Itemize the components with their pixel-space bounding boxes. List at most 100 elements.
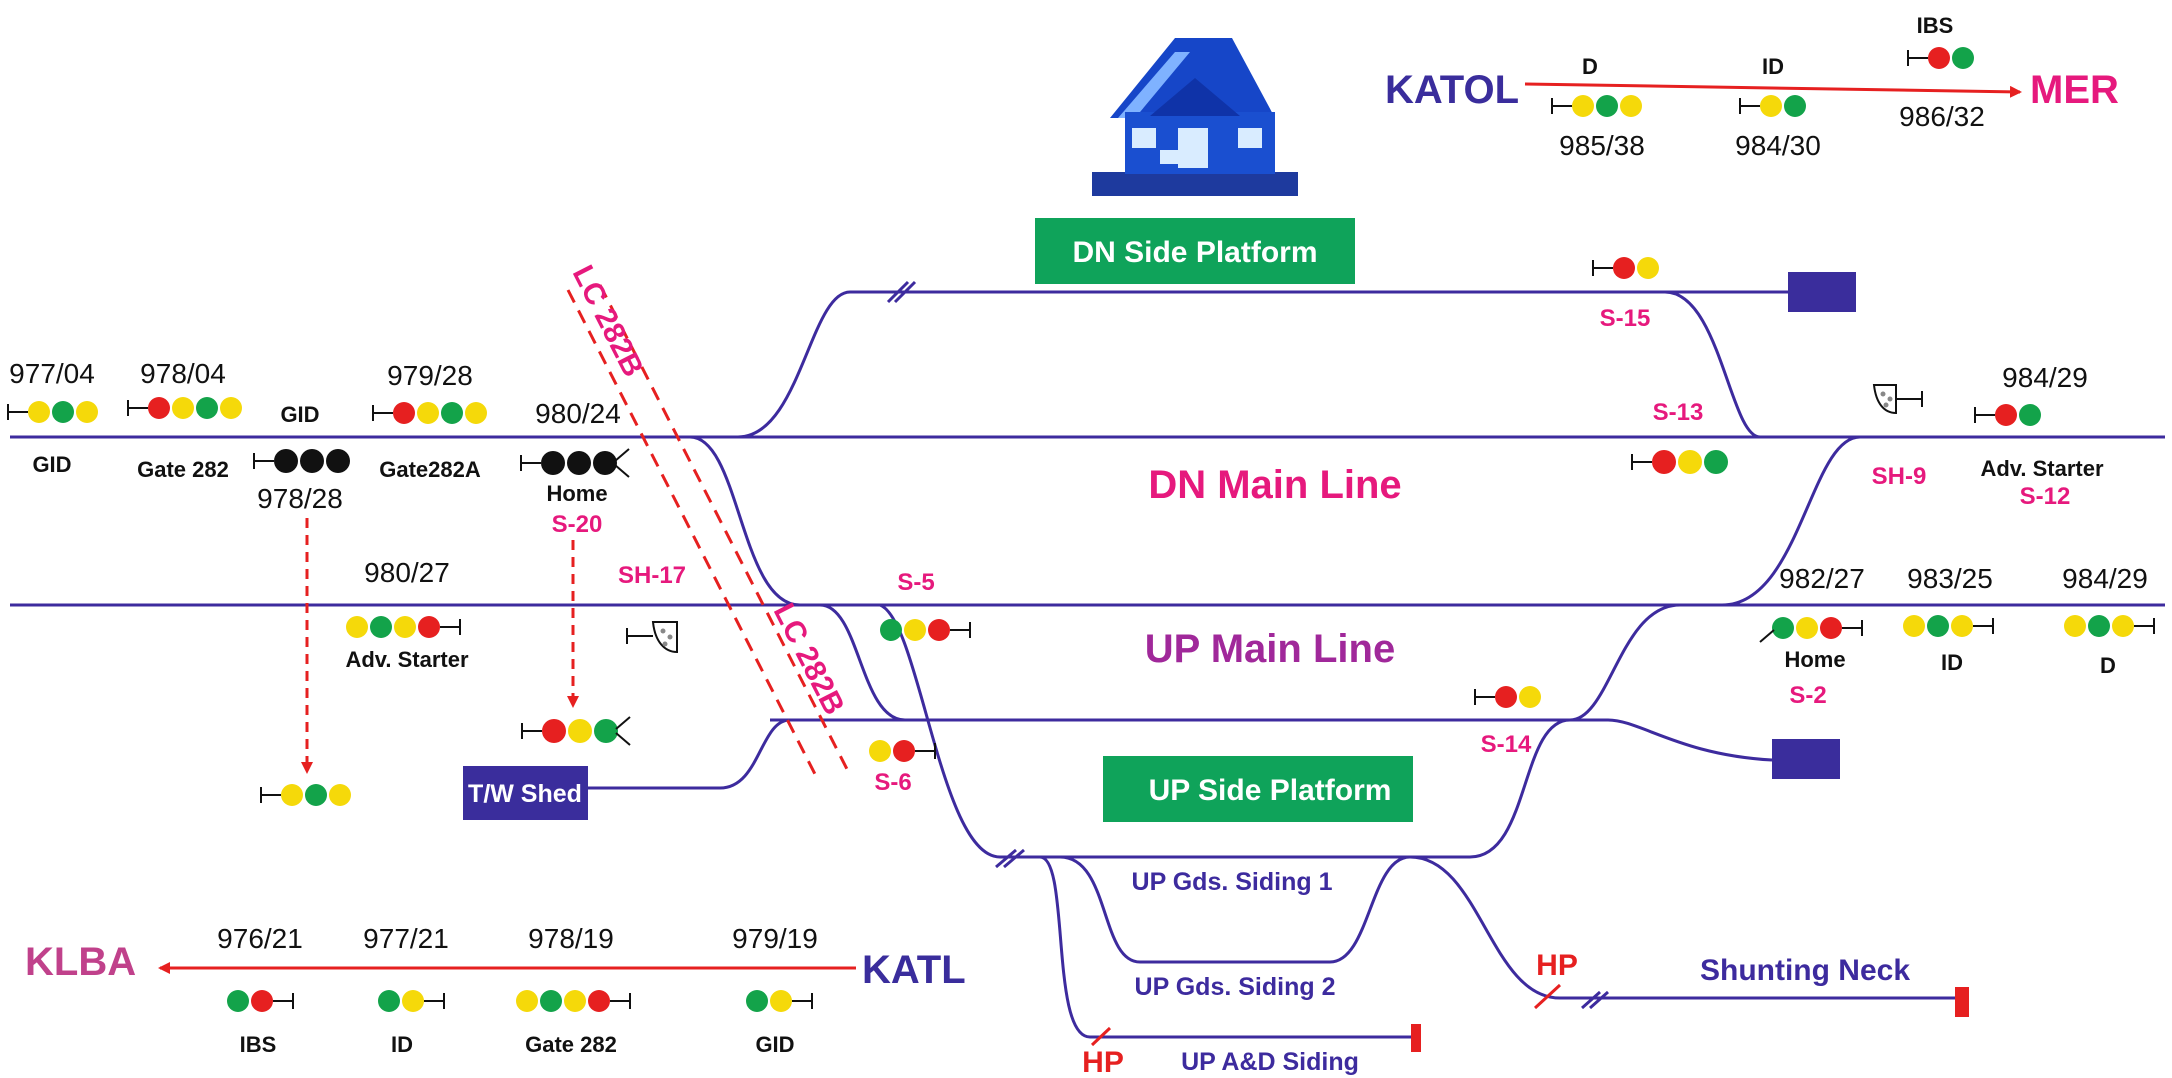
signal-km: 982/27 [1779, 563, 1865, 594]
up-platform-label: UP Side Platform [1149, 774, 1392, 807]
bottom-signal-ibs [227, 990, 294, 1012]
top-signal-ibs [1907, 47, 1974, 69]
top-signal-d [1551, 95, 1642, 117]
top-route: KATOL MER D 985/38 ID 984/30 IBS 986/32 [1385, 13, 2119, 161]
repeater-signal [260, 784, 351, 806]
signal-km: 984/29 [2002, 362, 2088, 393]
signal-lamp-red [148, 397, 170, 419]
signal-id: S-5 [897, 569, 934, 596]
signal-name: ID [1941, 650, 1963, 675]
signal-name: Adv. Starter [1980, 456, 2104, 481]
signal-lamp-green [227, 990, 249, 1012]
route-indicator [615, 716, 631, 730]
hp-label: HP [1082, 1046, 1124, 1078]
signal-s14 [1474, 686, 1541, 708]
signal-984-29 [2064, 615, 2155, 637]
signal-lamp-yellow [568, 719, 592, 743]
signal-id: S-14 [1481, 731, 1532, 758]
signal-lamp-yellow [220, 397, 242, 419]
up-loop-buffer [1772, 739, 1840, 779]
signal-lamp-red [1613, 257, 1635, 279]
signal-lamp-red [542, 719, 566, 743]
route-indicator [614, 464, 630, 478]
signal-km: 977/04 [9, 358, 95, 389]
signal-lamp-yellow [329, 784, 351, 806]
signal-lamp-yellow [770, 990, 792, 1012]
signal-lamp-yellow [869, 740, 891, 762]
signal-lamp-yellow [76, 401, 98, 423]
bottom-signal-gate-282 [516, 990, 631, 1012]
shunting-neck-buffer-stop [1955, 987, 1969, 1017]
bottom-signal-km: 978/19 [528, 923, 614, 954]
signal-lamp-yellow [1678, 450, 1702, 474]
signal-lamp-yellow [1572, 95, 1594, 117]
signal-977-04 [7, 401, 98, 423]
signal-979-28 [372, 402, 487, 424]
tw-shed-label: T/W Shed [468, 780, 582, 808]
signal-lamp-yellow [1620, 95, 1642, 117]
signal-lamp-yellow [1951, 615, 1973, 637]
dn-side-platform: DN Side Platform [1035, 218, 1355, 284]
signal-id: S-15 [1600, 305, 1651, 332]
bottom-signal-id [378, 990, 445, 1012]
up-side-platform: UP Side Platform [1103, 756, 1413, 822]
bottom-signal-gid [746, 990, 813, 1012]
signal-lamp-yellow [465, 402, 487, 424]
tw-shed: T/W Shed [463, 766, 588, 820]
up-ad-siding-label: UP A&D Siding [1181, 1048, 1359, 1076]
bottom-signal-km: 976/21 [217, 923, 303, 954]
signal-s2 [1759, 617, 1863, 643]
top-signal-km: 986/32 [1899, 101, 1985, 132]
signal-km: 978/04 [140, 358, 226, 389]
signal-name: Adv. Starter [345, 647, 469, 672]
signal-lamp-red [251, 990, 273, 1012]
route-indicator [1759, 629, 1775, 643]
bottom-signal-km: 977/21 [363, 923, 449, 954]
up-ad-buffer-stop [1411, 1024, 1421, 1052]
signal-lamp-yellow [28, 401, 50, 423]
station-katl: KATL [862, 948, 966, 992]
top-signal-id [1739, 95, 1806, 117]
signal-lamp-green [1772, 617, 1794, 639]
signal-lamp-yellow [904, 619, 926, 641]
signal-km: 983/25 [1907, 563, 1993, 594]
signal-lamp-green [196, 397, 218, 419]
signal-lamp-green [540, 990, 562, 1012]
signal-id: S-2 [1789, 682, 1826, 709]
signal-lamp-red [1820, 617, 1842, 639]
bottom-signal-name: IBS [240, 1032, 277, 1057]
signal-lamp-green [880, 619, 902, 641]
signal-id: S-13 [1653, 399, 1704, 426]
signal-s13 [1631, 450, 1728, 474]
dn-loop-track [737, 290, 1761, 439]
signal-lamp-green [2019, 404, 2041, 426]
repeater-signal [521, 716, 631, 746]
signal-lamp-green [1704, 450, 1728, 474]
up-main-line-label: UP Main Line [1145, 627, 1395, 671]
signal-lamp-yellow [2064, 615, 2086, 637]
signal-lamp-black [593, 451, 617, 475]
bottom-signal-name: Gate 282 [525, 1032, 617, 1057]
signal-s5 [880, 619, 971, 641]
signal-lamp-black [541, 451, 565, 475]
signal-id: S-12 [2020, 483, 2071, 510]
signal-lamp-yellow [346, 616, 368, 638]
signal-s6 [869, 740, 936, 762]
signal-lamp-red [1652, 450, 1676, 474]
signal-lamp-green [1952, 47, 1974, 69]
signal-lamp-red [418, 616, 440, 638]
signal-name: GID [280, 402, 319, 427]
signal-lamp-green [1596, 95, 1618, 117]
signal-lamp-yellow [1760, 95, 1782, 117]
station-building-icon [1092, 38, 1298, 196]
signal-lamp-green [305, 784, 327, 806]
bottom-signal-name: ID [391, 1032, 413, 1057]
signal-lamp-yellow [281, 784, 303, 806]
signal-lamp-yellow [172, 397, 194, 419]
signal-lamp-yellow [1903, 615, 1925, 637]
top-signal-name: ID [1762, 54, 1784, 79]
signal-km: 984/29 [2062, 563, 2148, 594]
signal-lamp-green [746, 990, 768, 1012]
signal-980-24 [520, 448, 630, 478]
top-signal-km: 985/38 [1559, 130, 1645, 161]
